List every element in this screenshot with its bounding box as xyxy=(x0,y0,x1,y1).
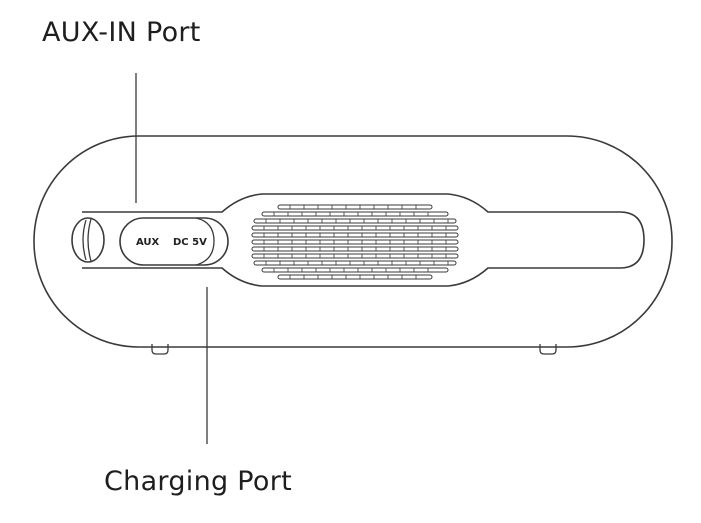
grille-slot xyxy=(254,219,456,223)
grille-slot xyxy=(252,247,458,251)
knob-detail-inner xyxy=(88,219,91,261)
grille-slot xyxy=(262,212,448,216)
grille-slot xyxy=(252,240,458,244)
speaker-grille xyxy=(252,205,458,279)
grille-slot xyxy=(278,275,432,279)
speaker-body xyxy=(34,136,672,347)
grille-slot xyxy=(262,268,448,272)
left-foot xyxy=(152,344,168,354)
grille-slot xyxy=(252,254,458,258)
dc-port-label: DC 5V xyxy=(173,237,207,248)
knob-detail xyxy=(83,220,86,260)
grille-slot xyxy=(252,233,458,237)
grille-slot xyxy=(278,205,432,209)
grille-slot xyxy=(254,261,456,265)
grille-slot xyxy=(252,226,458,230)
aux-port-label: AUX xyxy=(136,237,160,248)
right-foot xyxy=(540,344,556,354)
